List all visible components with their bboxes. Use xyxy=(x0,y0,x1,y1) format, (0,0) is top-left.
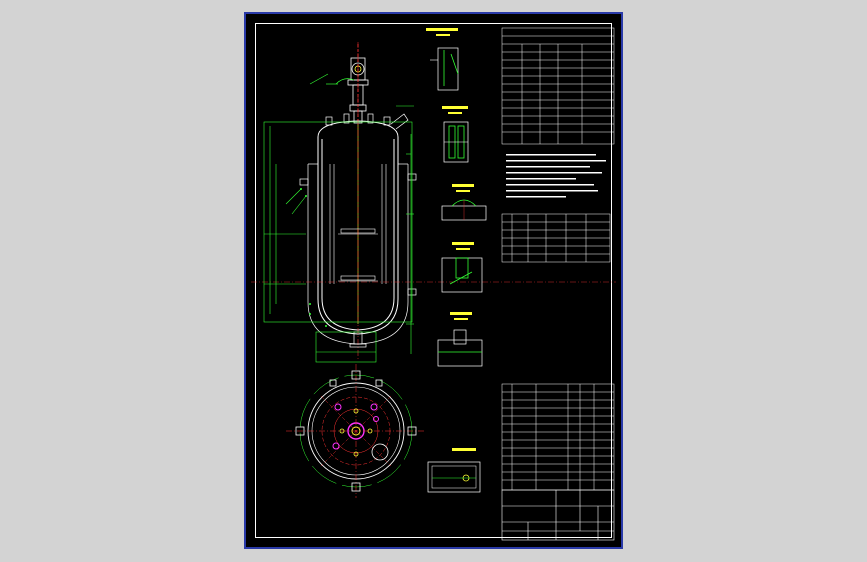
detail-b xyxy=(442,106,469,163)
manhole xyxy=(371,443,389,461)
technical-requirements-table xyxy=(501,27,615,145)
detail-c xyxy=(441,184,487,221)
title-block xyxy=(501,489,615,541)
detail-d xyxy=(441,242,483,293)
requirement-notes xyxy=(506,154,606,198)
elevation-view xyxy=(251,42,616,363)
top-nozzles xyxy=(325,113,409,130)
drive-dimension xyxy=(326,78,355,85)
drawing-frame xyxy=(255,23,612,538)
support-lugs xyxy=(295,370,417,492)
detail-a xyxy=(426,28,459,91)
nozzle-table xyxy=(501,213,611,263)
elevation-leader-marks xyxy=(300,188,327,327)
detail-e xyxy=(437,312,483,367)
drawing-sheet xyxy=(244,12,623,549)
plan-nozzles xyxy=(332,403,379,450)
detail-f xyxy=(427,448,481,493)
plan-yellow-marks xyxy=(339,408,373,457)
plan-view xyxy=(286,364,426,498)
elevation-dimensions xyxy=(263,73,414,363)
drawing-canvas xyxy=(251,27,616,541)
parts-list xyxy=(501,383,615,491)
